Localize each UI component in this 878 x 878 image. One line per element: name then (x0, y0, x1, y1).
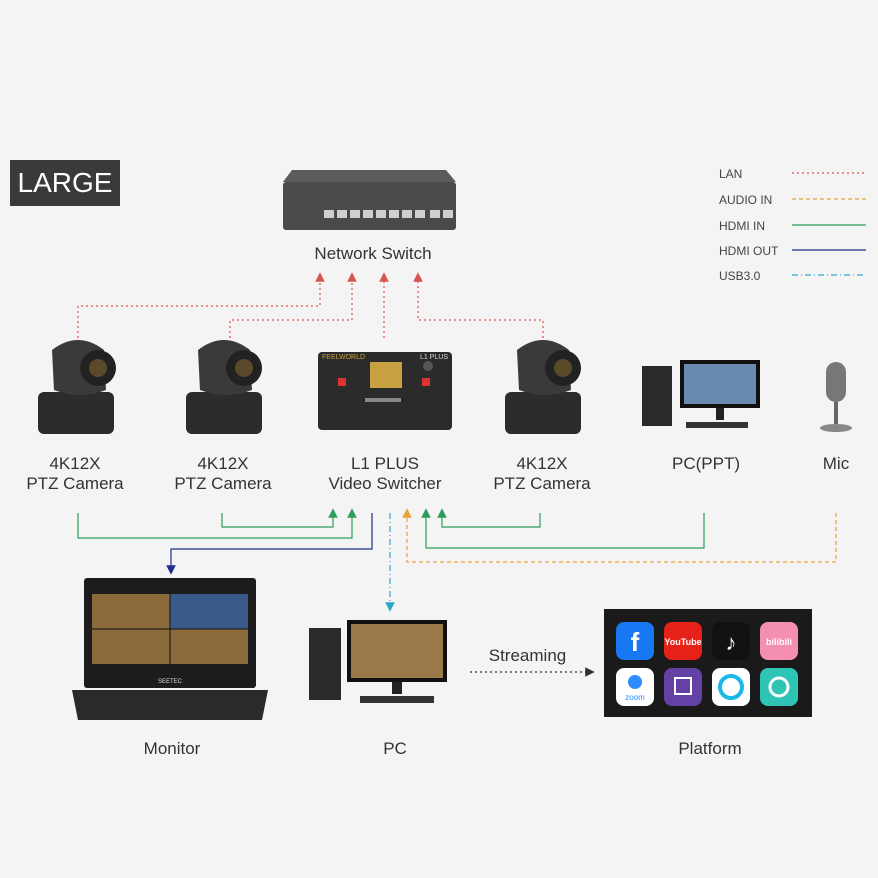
size-badge: LARGE (10, 160, 120, 206)
mic-label: Mic (822, 454, 850, 473)
audio-in-connection (402, 508, 837, 563)
hdmi-in-connections (77, 508, 705, 549)
streaming-label: Streaming (488, 646, 567, 665)
hdmi-out-connection (166, 513, 373, 575)
pc-label: PC (383, 739, 407, 758)
legend-label-usb: USB3.0 (719, 269, 761, 283)
vimeo-live-icon (712, 668, 750, 706)
pc-icon (309, 620, 447, 703)
video-switcher-icon (318, 352, 452, 430)
pc-ppt-icon (642, 360, 760, 428)
tencent-meeting-icon (760, 668, 798, 706)
cam3-label-model: 4K12X (516, 454, 568, 473)
youtube-icon (664, 622, 702, 660)
legend-label-hdmi-out: HDMI OUT (719, 244, 779, 258)
cam2-label-model: 4K12X (197, 454, 249, 473)
cam2-label-type: PTZ Camera (174, 474, 272, 493)
zoom-label: zoom (625, 693, 645, 702)
mixer-label-type: Video Switcher (328, 474, 442, 493)
network-switch-label: Network Switch (314, 244, 432, 263)
legend-label-lan: LAN (719, 167, 743, 181)
cam1-label-type: PTZ Camera (26, 474, 124, 493)
monitor-label: Monitor (143, 739, 201, 758)
lan-connections (77, 272, 544, 338)
network-switch-icon (283, 170, 456, 230)
monitor-brand: SEETEC (158, 679, 183, 685)
facebook-glyph: f (631, 627, 640, 657)
legend-label-audio-in: AUDIO IN (719, 193, 773, 207)
facebook-icon (616, 622, 654, 660)
mixer-brand: FEELWORLD (322, 354, 366, 361)
bilibili-label: bilibili (766, 637, 792, 647)
ptz-camera-2-icon (186, 340, 262, 434)
microphone-icon (820, 362, 852, 432)
mixer-label-model: L1 PLUS (350, 454, 420, 473)
pc-ppt-label: PC(PPT) (672, 454, 740, 473)
youtube-label: YouTube (664, 637, 701, 647)
cam3-label-type: PTZ Camera (493, 474, 591, 493)
legend-lines (792, 172, 866, 276)
bilibili-icon (760, 622, 798, 660)
legend-label-hdmi-in: HDMI IN (719, 219, 765, 233)
cam1-label-model: 4K12X (49, 454, 101, 473)
mixer-model: L1 PLUS (420, 354, 449, 361)
platform-label: Platform (678, 739, 742, 758)
ptz-camera-1-icon (38, 340, 116, 434)
tiktok-glyph: ♪ (726, 630, 737, 655)
platform-panel: f YouTube ♪ bilibili zoom (604, 609, 812, 717)
ptz-camera-3-icon (505, 340, 581, 434)
twitch-icon (664, 668, 702, 706)
tiktok-icon (712, 622, 750, 660)
monitor-icon (72, 578, 268, 720)
